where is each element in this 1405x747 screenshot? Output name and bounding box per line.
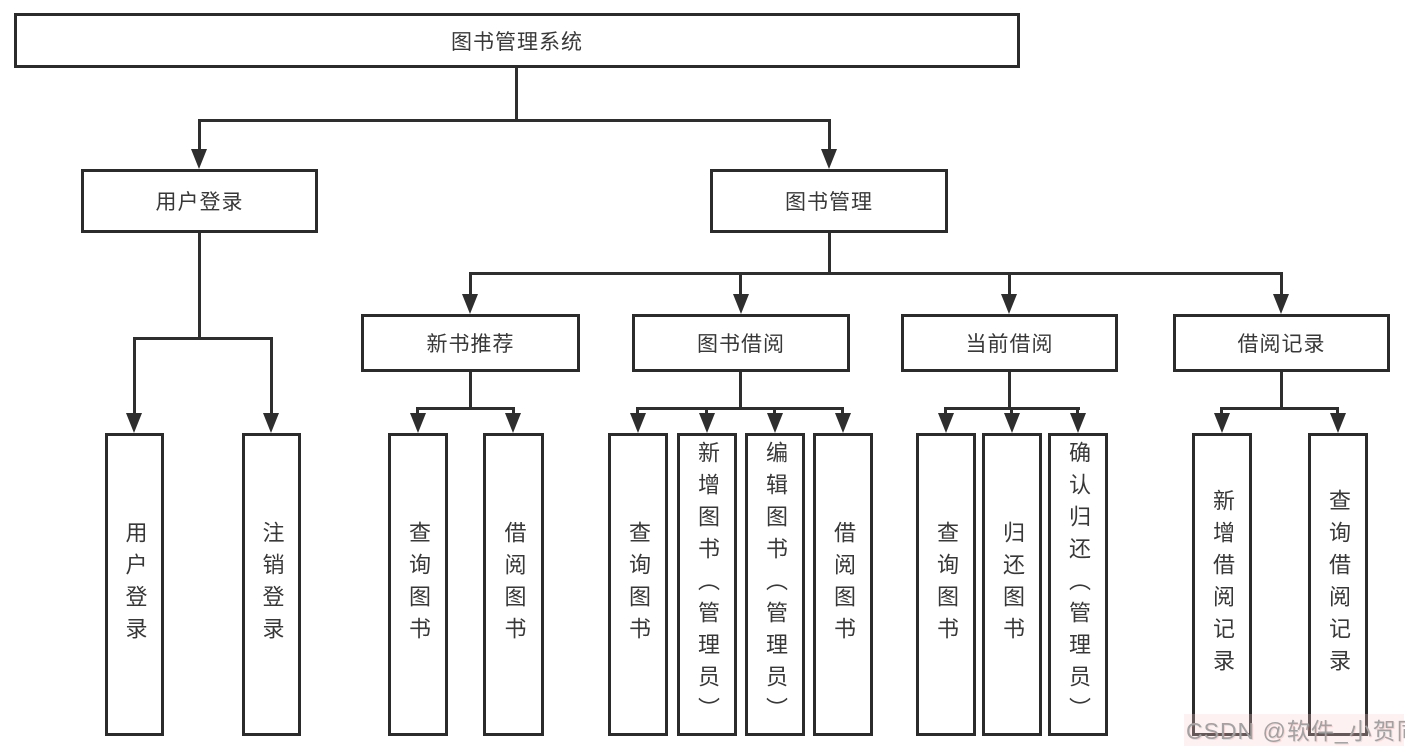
watermark-text: CSDN @软件_小贺同学 [1186,718,1405,744]
node-root-label: 图书管理系统 [451,30,583,54]
leaf-user-login: 用户登录 [105,433,164,736]
arrowhead-records-add [1214,413,1230,433]
leaf-borrowing-query-books-label: 查询图书 [626,520,651,649]
connector-drop-borrowing-borrow [841,407,844,418]
connector-drop-current-return [1010,407,1013,418]
connector-drop-borrowing-edit [773,407,776,418]
leaf-current-confirm-return: 确认归还（管理员） [1048,433,1108,736]
connector-borrowing-drop [739,372,742,410]
connector-drop-recommend-query [416,407,419,418]
leaf-borrowing-edit-books: 编辑图书（管理员） [745,433,805,736]
node-current-borrowing-label: 当前借阅 [965,333,1054,356]
leaf-current-return-books-label: 归还图书 [1000,520,1025,649]
connector-drop-leaf-login [133,337,136,418]
connector-drop-current-confirm [1076,407,1079,418]
arrowhead-borrowing-query [630,413,646,433]
connector-borrowing-hbar [636,407,844,410]
connector-drop-borrowing-records [1280,272,1283,300]
arrowhead-leaf-login [126,413,142,433]
arrowhead-borrowing-edit [767,413,783,433]
leaf-borrowing-edit-books-label: 编辑图书（管理员） [763,440,788,729]
leaf-current-query-books-label: 查询图书 [934,520,959,649]
arrowhead-user-login [191,149,207,169]
connector-records-hbar [1220,407,1339,410]
arrowhead-leaf-logout [263,413,279,433]
connector-current-drop [1008,372,1011,410]
arrowhead-borrowing-records [1273,294,1289,314]
arrowhead-recommend-query [410,413,426,433]
arrowhead-current-borrowing [1001,294,1017,314]
node-borrowing-records: 借阅记录 [1173,314,1390,372]
arrowhead-book-borrowing [733,294,749,314]
arrowhead-current-query [938,413,954,433]
node-current-borrowing: 当前借阅 [901,314,1118,372]
leaf-recommend-query-books-label: 查询图书 [406,520,431,649]
connector-level3-hbar [469,272,1283,275]
connector-drop-new-book-recommend [469,272,472,300]
node-book-borrowing: 图书借阅 [632,314,850,372]
connector-drop-borrowing-query [636,407,639,418]
node-borrowing-records-label: 借阅记录 [1237,333,1326,356]
node-book-management-label: 图书管理 [785,191,873,214]
arrowhead-records-query [1330,413,1346,433]
leaf-records-add-record: 新增借阅记录 [1192,433,1252,736]
connector-book-management-drop [828,233,831,275]
leaf-records-query-record: 查询借阅记录 [1308,433,1368,736]
watermark-tint [1184,714,1404,746]
connector-level1-hbar [198,119,831,122]
node-user-login-label: 用户登录 [155,191,244,214]
leaf-borrowing-borrow-books-label: 借阅图书 [831,520,856,649]
connector-drop-current-query [944,407,947,418]
node-book-borrowing-label: 图书借阅 [697,333,785,356]
node-user-login: 用户登录 [81,169,318,233]
arrowhead-current-confirm [1070,413,1086,433]
leaf-current-confirm-return-label: 确认归还（管理员） [1066,440,1091,729]
leaf-recommend-query-books: 查询图书 [388,433,448,736]
connector-drop-borrowing-add [705,407,708,418]
connector-user-login-hbar [133,337,273,340]
arrowhead-book-management [821,149,837,169]
leaf-logout-label: 注销登录 [259,520,285,649]
connector-root-drop [515,68,518,122]
connector-drop-book-borrowing [739,272,742,300]
node-new-book-recommend: 新书推荐 [361,314,580,372]
connector-drop-book-management [828,119,831,155]
arrowhead-recommend-borrow [505,413,521,433]
connector-recommend-hbar [416,407,515,410]
leaf-records-query-record-label: 查询借阅记录 [1326,488,1351,681]
node-new-book-recommend-label: 新书推荐 [426,333,515,356]
connector-drop-current-borrowing [1008,272,1011,300]
arrowhead-new-book-recommend [462,294,478,314]
arrowhead-current-return [1004,413,1020,433]
connector-drop-records-query [1336,407,1339,418]
leaf-borrowing-add-books-label: 新增图书（管理员） [695,440,720,729]
leaf-borrowing-add-books: 新增图书（管理员） [677,433,737,736]
connector-drop-leaf-logout [270,337,273,418]
leaf-borrowing-query-books: 查询图书 [608,433,668,736]
connector-records-drop [1280,372,1283,410]
leaf-recommend-borrow-books-label: 借阅图书 [501,520,527,649]
leaf-logout: 注销登录 [242,433,301,736]
leaf-recommend-borrow-books: 借阅图书 [483,433,544,736]
connector-recommend-drop [469,372,472,410]
arrowhead-borrowing-borrow [835,413,851,433]
connector-drop-recommend-borrow [512,407,515,418]
connector-drop-records-add [1220,407,1223,418]
leaf-current-query-books: 查询图书 [916,433,976,736]
leaf-records-add-record-label: 新增借阅记录 [1210,488,1235,681]
node-root: 图书管理系统 [14,13,1020,68]
leaf-current-return-books: 归还图书 [982,433,1042,736]
leaf-user-login-label: 用户登录 [122,520,148,649]
arrowhead-borrowing-add [699,413,715,433]
leaf-borrowing-borrow-books: 借阅图书 [813,433,873,736]
connector-user-login-drop [198,233,201,340]
node-book-management: 图书管理 [710,169,948,233]
connector-drop-user-login [198,119,201,155]
